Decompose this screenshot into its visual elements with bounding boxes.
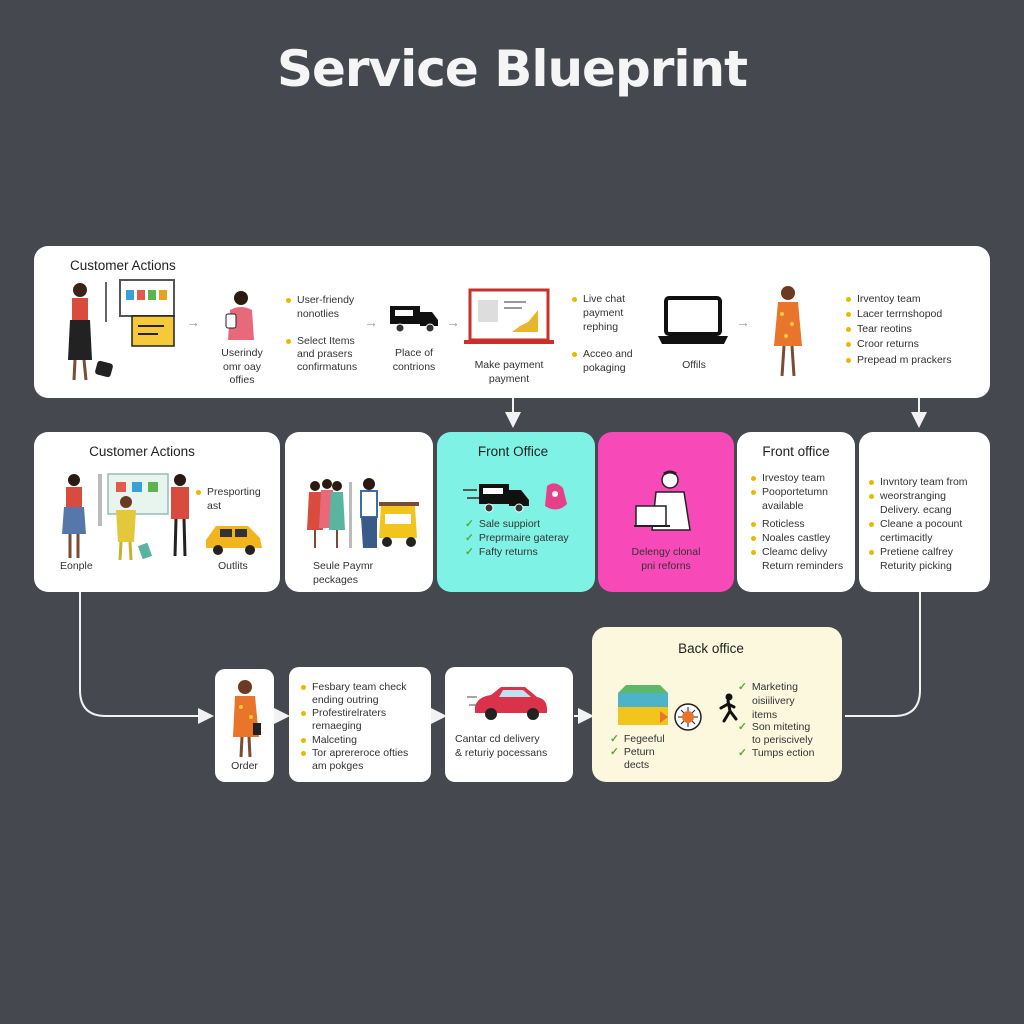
note-item: Croor returns (857, 338, 919, 350)
check-item: items (752, 709, 778, 721)
check-item: Sale suppiort (478, 518, 541, 530)
customer-figure-icon (68, 282, 113, 381)
customer-actions-lane: Customer Actions → Userindy omr oay offi… (34, 246, 990, 398)
check-item: Marketing (751, 681, 798, 693)
list-item: Invntory team from (880, 476, 968, 488)
caption-right: Outlits (218, 560, 248, 572)
note-item: Tear reotins (857, 323, 912, 335)
order-figure-icon (233, 680, 261, 758)
list-item: Cleane a pocount (880, 518, 963, 530)
check-item: Peturn (623, 746, 655, 758)
check-item: oisiilivery (752, 695, 795, 707)
payment-screen-icon (464, 288, 554, 344)
car-icon (467, 687, 547, 720)
list-item: Tor aprereroce ofties (312, 747, 409, 759)
step-label: Make payment payment (474, 359, 544, 385)
check-item: Tumps ection (751, 747, 815, 759)
payment-packages-card: Seule Paymr peckages (285, 432, 433, 592)
note-item: rephing (583, 321, 619, 333)
customer-actions-card: Customer Actions Presporting ast Eonple … (34, 432, 280, 592)
list-item: Returity picking (880, 560, 952, 572)
delivery-card: Delengy clonal pni reforns (598, 432, 734, 592)
list-item: Pretiene calfrey (880, 546, 953, 558)
list-item: certimacitly (880, 532, 933, 544)
back-office-card: Back office ✓Fegeeful ✓Peturn dects ✓Mar… (592, 627, 842, 782)
page-title: Service Blueprint (276, 40, 748, 98)
note-item: payment (583, 307, 624, 319)
note-item: Irventoy team (857, 293, 921, 305)
check-item: Fegeeful (623, 733, 665, 745)
list-item: remaeging (312, 720, 362, 732)
staff-figure-icon (774, 286, 802, 377)
note-item: User-friendy (297, 294, 355, 306)
step-label: Offils (682, 359, 706, 371)
check-item: Fafty returns (478, 546, 538, 558)
front-office-card-2: Front office Irvestoy team Pooportetumn … (737, 432, 855, 592)
note-item: pokaging (583, 362, 626, 374)
note-item: Acceo and (583, 348, 633, 360)
list-item: Irvestoy team (762, 472, 826, 484)
step-label: Place of contrions (392, 347, 436, 373)
flow-arrow: → (364, 314, 378, 330)
check-item: dects (624, 759, 650, 771)
laptop-icon (658, 296, 728, 344)
check-item: to periscively (752, 734, 813, 746)
card-caption: Delengy clonal pni reforns (631, 546, 701, 572)
list-item: ending outring (312, 694, 379, 706)
note-item: nonotlies (297, 308, 340, 320)
card-note: Presporting (207, 486, 261, 498)
order-card: Order (215, 669, 274, 782)
list-item: Profestirelraters (312, 707, 387, 719)
list-item: Pooportetumn (762, 486, 828, 498)
list-item: Malceting (312, 734, 357, 746)
flow-arrow: → (186, 314, 200, 330)
note-item: Select Items (297, 335, 355, 347)
note-item: confirmatuns (297, 361, 358, 373)
step-label: Userindy omr oay offies (221, 347, 263, 386)
note-item: and prasers (297, 348, 353, 360)
list-item: Noales castley (762, 532, 831, 544)
note-item: Live chat (583, 293, 626, 305)
taxi-icon (206, 526, 262, 555)
flow-arrow: → (736, 314, 750, 330)
shop-screen-icon (119, 279, 175, 347)
delivery-returns-card: Cantar cd delivery & returiy pocessans (445, 667, 573, 782)
runner-icon (719, 693, 738, 723)
list-item: Fesbary team check (312, 681, 407, 693)
card-header: Front Office (477, 444, 549, 459)
check-item: Son miteting (751, 721, 811, 733)
card-header: Customer Actions (89, 444, 195, 459)
list-item: available (762, 500, 804, 512)
flow-arrow: → (446, 314, 460, 330)
card-caption: Seule Paymr peckages (313, 560, 374, 586)
inventory-card: Invntory team from weorstranging Deliver… (859, 432, 990, 592)
service-counter-icon (307, 478, 419, 548)
note-item: Prepead m prackers (857, 354, 952, 366)
agent-laptop-icon (634, 470, 691, 531)
card-header: Front office (762, 444, 830, 459)
card-caption: Cantar cd delivery & returiy pocessans (455, 733, 548, 759)
shoppers-icon (62, 473, 189, 561)
list-item: am pokges (312, 760, 364, 772)
front-office-card: Front Office ✓Sale suppiort ✓Preprmaire … (437, 432, 595, 592)
check-item: Preprmaire gateray (478, 532, 569, 544)
card-note: ast (207, 500, 222, 512)
team-tasks-card: Fesbary team check ending outring Profes… (289, 667, 431, 782)
boxes-icon (618, 685, 702, 731)
list-item: Cleamc delivy (762, 546, 828, 558)
note-item: Lacer terrnshopod (857, 308, 943, 320)
caption-left: Eonple (60, 560, 93, 572)
phone-user-icon (225, 291, 254, 340)
list-item: Delivery. ecang (880, 504, 952, 516)
delivery-truck-icon (390, 306, 438, 333)
delivery-van-icon (463, 483, 567, 513)
lane-header: Customer Actions (70, 258, 176, 273)
list-item: Roticless (762, 518, 805, 530)
list-item: weorstranging (880, 490, 946, 502)
list-item: Return reminders (762, 560, 844, 572)
card-caption: Order (231, 760, 258, 772)
card-header: Back office (678, 641, 744, 656)
